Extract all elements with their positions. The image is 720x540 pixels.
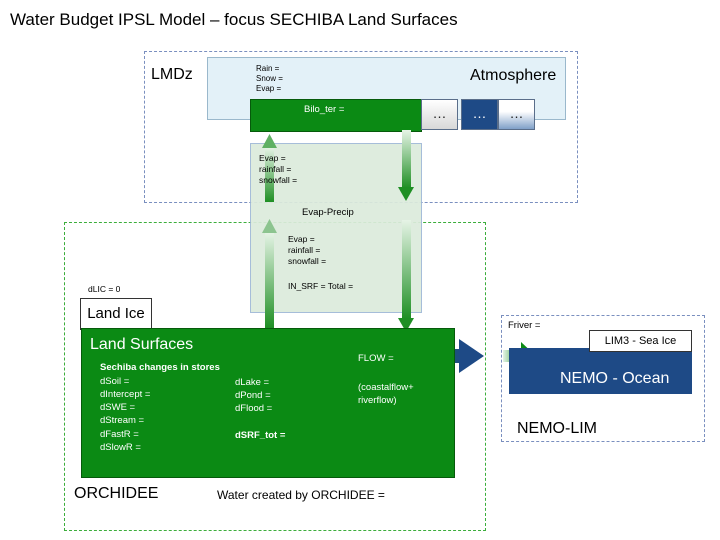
flow-label: FLOW = <box>358 353 394 364</box>
exchange-rainfall-lower: rainfall = <box>288 245 321 255</box>
orchidee-label: ORCHIDEE <box>74 485 159 502</box>
exchange-snowfall-lower: snowfall = <box>288 256 327 266</box>
nemo-ocean-box <box>509 348 692 394</box>
sechiba-heading: Sechiba changes in stores <box>100 362 220 373</box>
nemo-ocean-label: NEMO - Ocean <box>560 370 670 387</box>
in-srf-label: IN_SRF = Total = <box>288 281 354 291</box>
dsrf-tot: dSRF_tot = <box>235 430 286 441</box>
diagram-title: Water Budget IPSL Model – focus SECHIBA … <box>10 10 458 29</box>
surface-cell-1: … <box>421 99 458 130</box>
store-dpond: dPond = <box>235 390 271 401</box>
store-dlake: dLake = <box>235 377 270 388</box>
nemo-lim-label: NEMO-LIM <box>517 420 597 437</box>
lmdz-label: LMDz <box>151 66 193 83</box>
store-dsoil: dSoil = <box>100 376 130 387</box>
lim3-sea-ice-box: LIM3 - Sea Ice <box>589 330 692 352</box>
exchange-evap-upper: Evap = <box>259 153 286 163</box>
atmosphere-label: Atmosphere <box>470 67 557 84</box>
surface-cell-2: … <box>461 99 498 130</box>
flow-detail-2: riverflow) <box>358 395 397 406</box>
land-surfaces-box <box>81 328 455 478</box>
store-dstream: dStream = <box>100 415 145 426</box>
bilo-ter-box <box>250 99 422 132</box>
water-created-label: Water created by ORCHIDEE = <box>217 488 385 502</box>
land-ice-box: Land Ice <box>80 298 152 330</box>
store-dfastr: dFastR = <box>100 429 139 440</box>
store-dintercept: dIntercept = <box>100 389 151 400</box>
down-arrow-upper <box>398 130 414 201</box>
dlic-label: dLIC = 0 <box>88 284 121 294</box>
snow-label: Snow = <box>256 74 283 83</box>
up-arrow-lower <box>262 219 277 328</box>
surface-cell-3: … <box>498 99 535 130</box>
land-surfaces-label: Land Surfaces <box>90 336 194 353</box>
rain-label: Rain = <box>256 64 280 73</box>
store-dflood: dFlood = <box>235 403 273 414</box>
exchange-rainfall-upper: rainfall = <box>259 164 292 174</box>
exchange-evap-lower: Evap = <box>288 234 315 244</box>
evap-precip-label: Evap-Precip <box>302 207 354 218</box>
bilo-ter-label: Bilo_ter = <box>304 104 345 115</box>
flow-detail-1: (coastalflow+ <box>358 382 414 393</box>
exchange-snowfall-upper: snowfall = <box>259 175 298 185</box>
down-arrow-lower <box>398 220 414 332</box>
friver-label: Friver = <box>508 320 541 331</box>
store-dswe: dSWE = <box>100 402 136 413</box>
evap-atm-label: Evap = <box>256 84 282 93</box>
up-arrow-upper <box>262 134 277 202</box>
store-dslowr: dSlowR = <box>100 442 141 453</box>
exchange-panel <box>250 143 422 313</box>
nemo-lim-boundary <box>501 315 705 442</box>
